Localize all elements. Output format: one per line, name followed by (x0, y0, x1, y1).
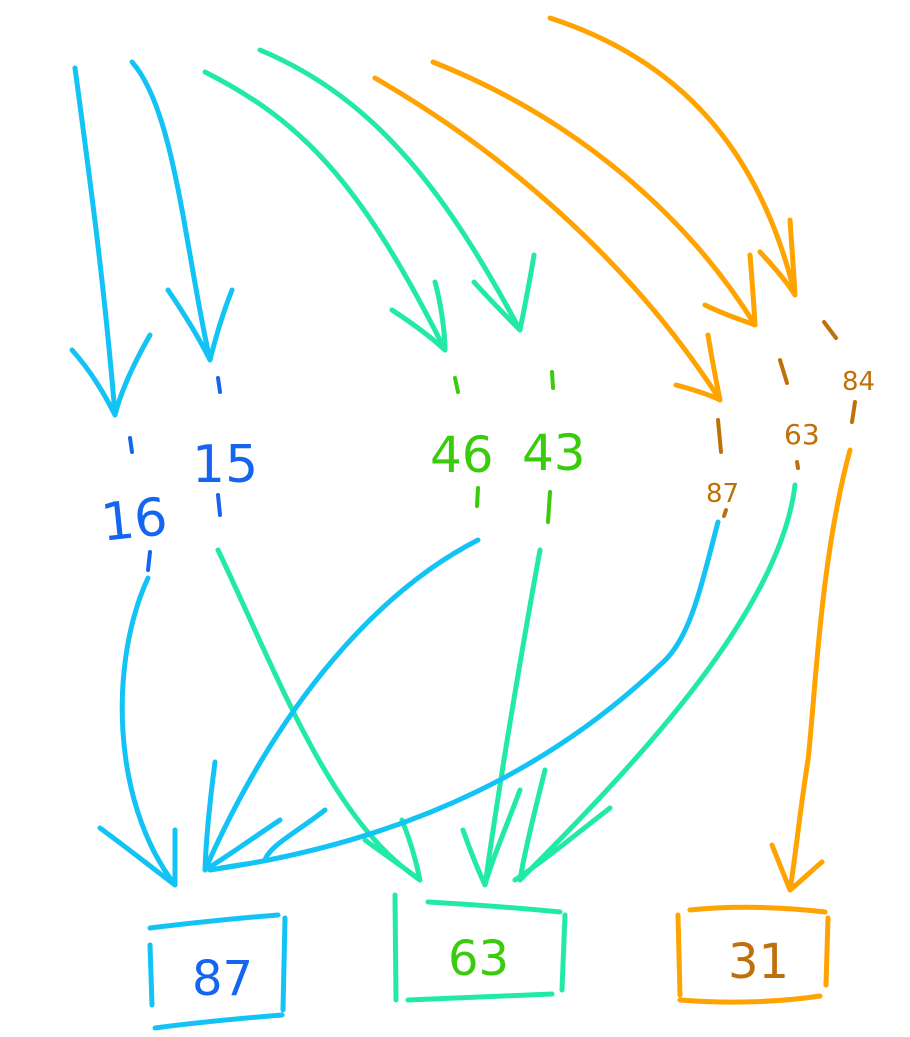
arrow-in-46 (202, 69, 448, 353)
arrow-43-to-63 (460, 547, 543, 888)
node-63: 63 (784, 418, 820, 451)
arrow-in-16a (69, 65, 153, 418)
output-87: 87 (192, 951, 253, 1007)
arrow-87-to-87 (207, 519, 721, 873)
box-31-outline (675, 904, 831, 1005)
box-63-outline (392, 892, 568, 1003)
arrow-in-43 (257, 47, 537, 333)
arrow-84-to-31 (769, 447, 853, 893)
arrow-63-to-63 (512, 482, 798, 883)
node-46: 46 (430, 426, 494, 484)
arrow-in-84 (547, 15, 798, 298)
arrow-in-15 (129, 59, 235, 363)
node-84: 84 (842, 367, 875, 397)
node-16: 16 (98, 487, 170, 554)
arrow-in-87 (372, 75, 723, 403)
output-31: 31 (728, 934, 789, 990)
node-15: 15 (192, 435, 258, 495)
arrow-46-to-87 (202, 537, 481, 873)
box-87-outline (147, 912, 288, 1031)
arrow-in-63 (430, 59, 758, 328)
node-43: 43 (522, 424, 586, 482)
output-63: 63 (448, 931, 509, 987)
arrow-16-to-87 (97, 575, 178, 888)
node-87: 87 (706, 479, 739, 509)
